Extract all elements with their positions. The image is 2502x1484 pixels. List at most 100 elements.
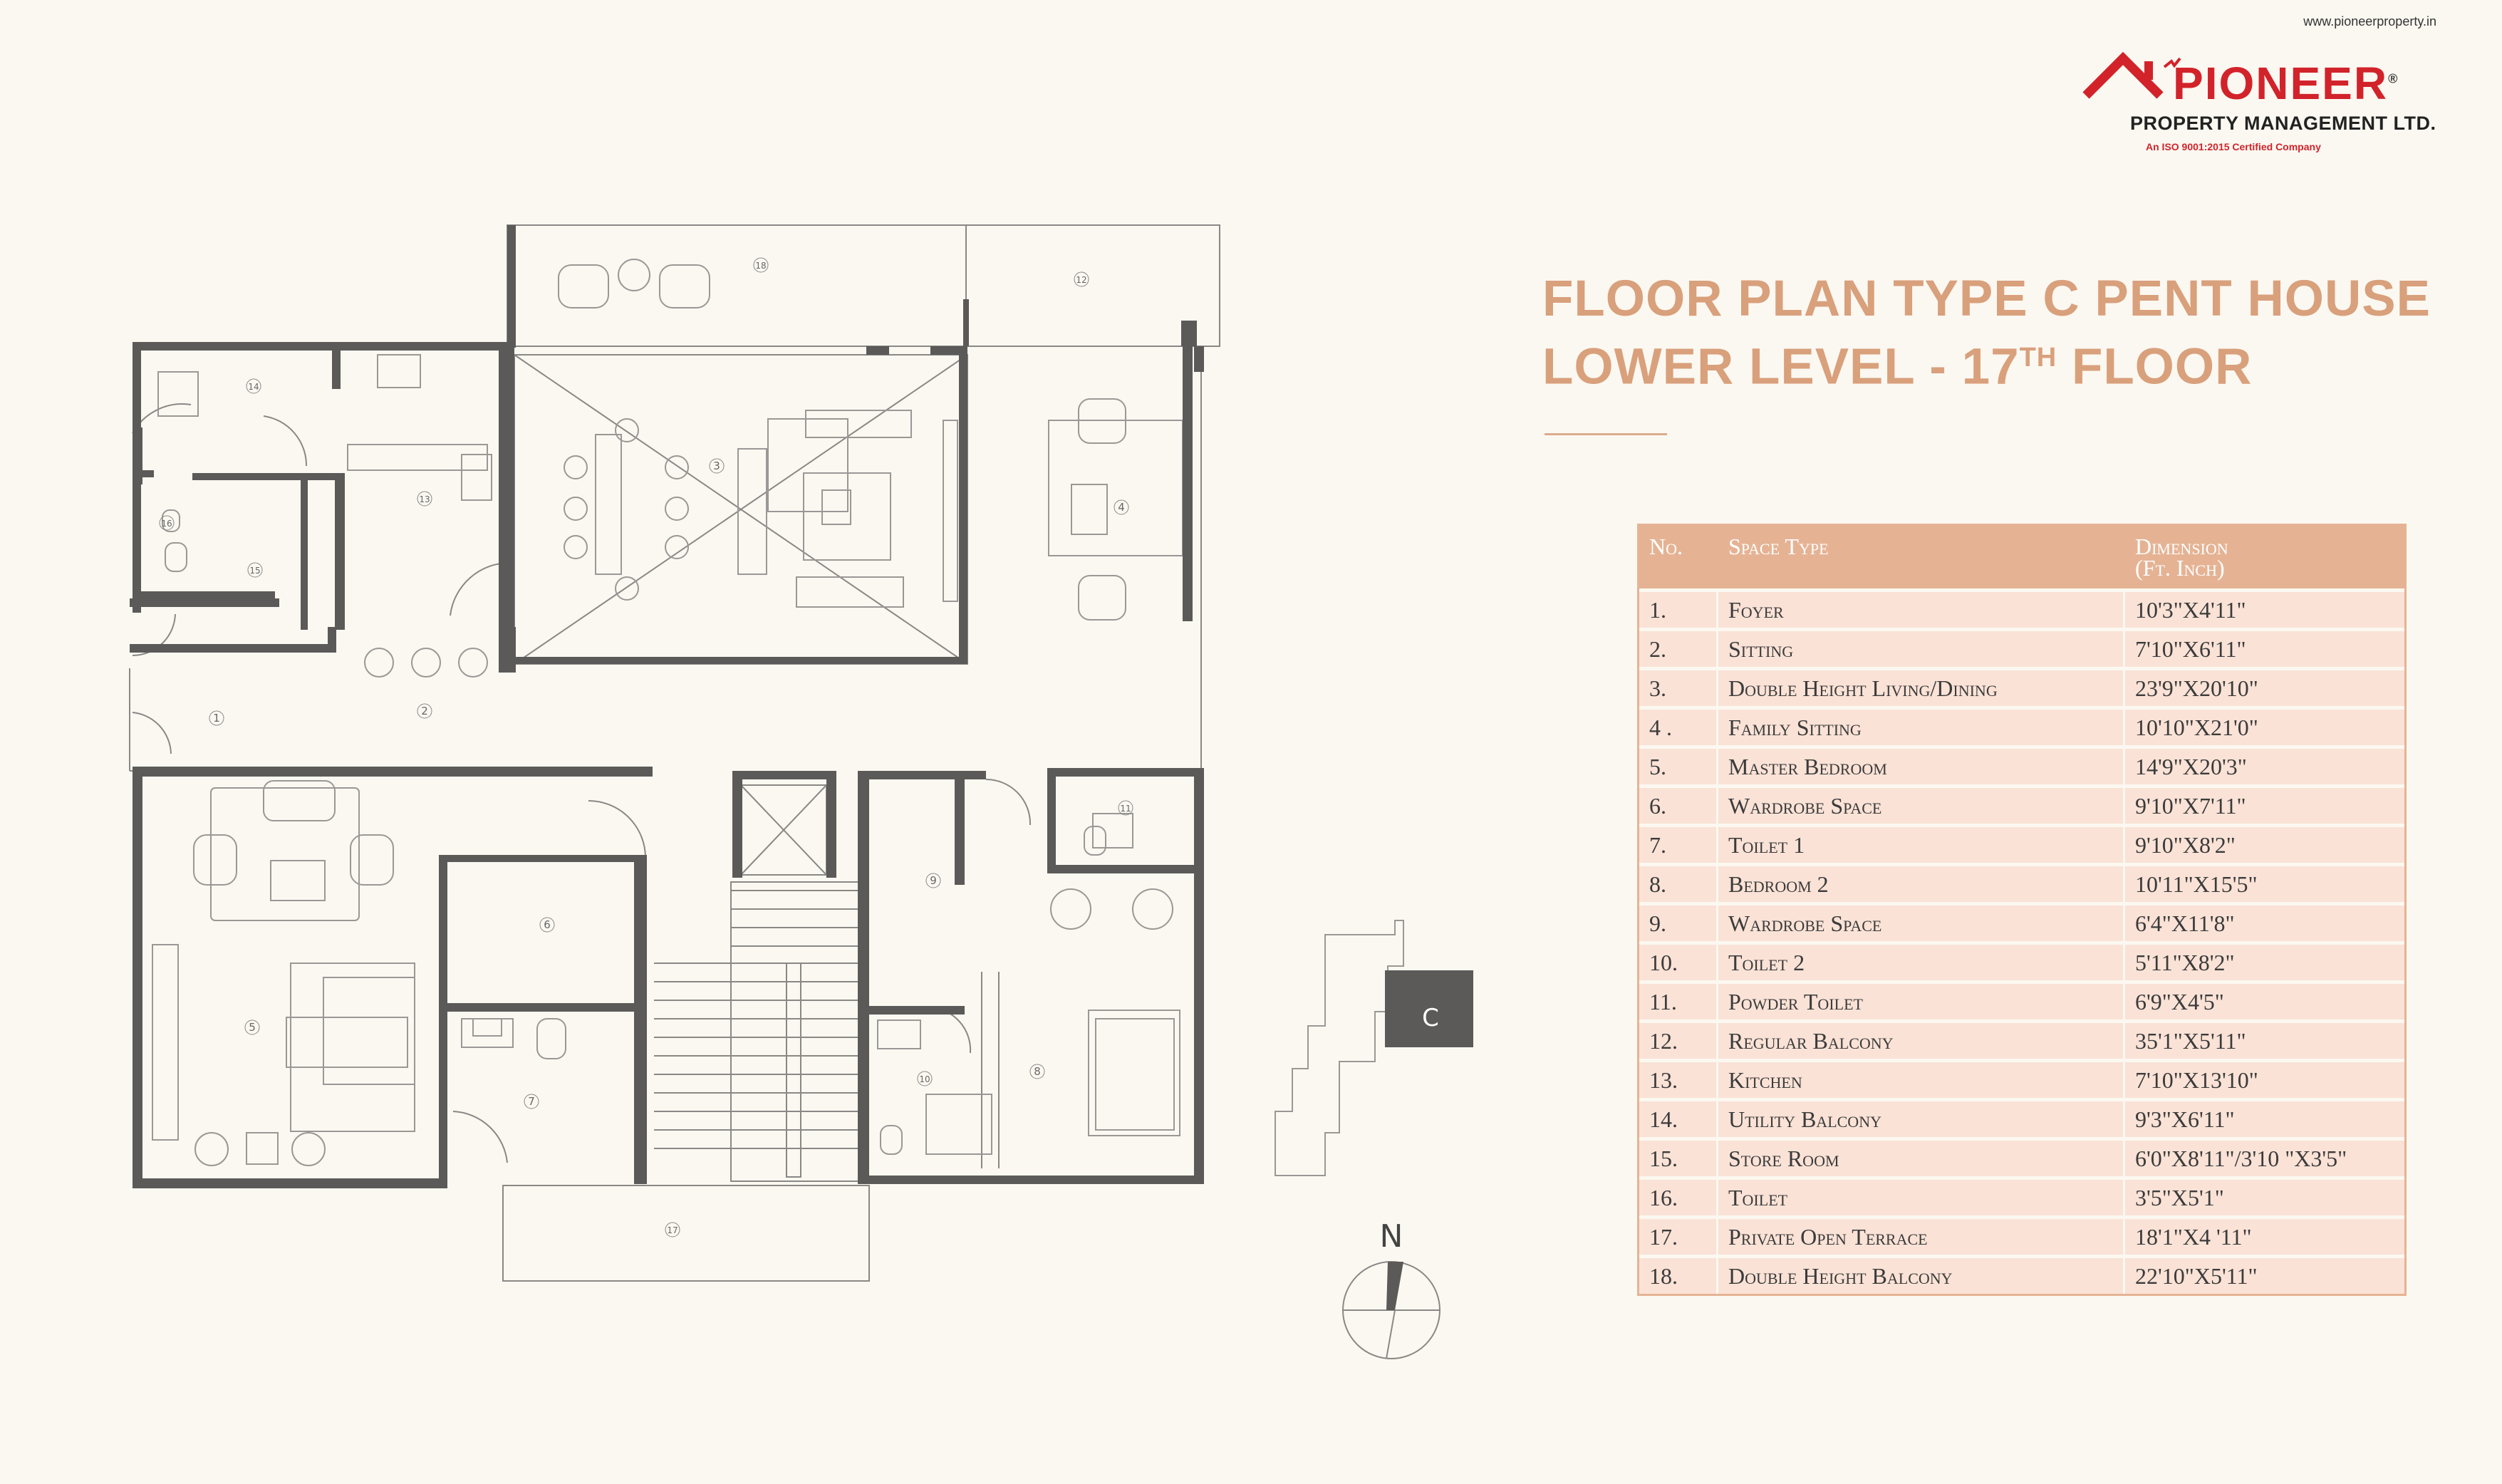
header-no: No. [1639,526,1718,588]
row-number: 2. [1639,628,1718,667]
plan-thin-lines [129,224,1220,1282]
compass-north-label: N [1380,1218,1403,1255]
row-dimension: 7'10"X13'10" [2125,1059,2404,1098]
row-dimension: 35'1"X5'11" [2125,1019,2404,1059]
room-marker-9: 9 [925,873,941,888]
row-dimension: 7'10"X6'11" [2125,628,2404,667]
room-marker-2: 2 [417,703,432,719]
svg-text:15: 15 [249,566,260,576]
row-number: 6. [1639,784,1718,824]
title-line-1: FLOOR PLAN TYPE C PENT HOUSE [1542,271,2431,327]
row-number: 4 . [1639,706,1718,745]
room-number-labels: 1 2 3 4 5 6 7 8 9 10 11 12 13 14 15 16 1… [159,257,1133,1237]
row-space-type: Kitchen [1718,1059,2125,1098]
row-dimension: 10'3"X4'11" [2125,588,2404,628]
row-dimension: 9'3"X6'11" [2125,1098,2404,1137]
row-number: 7. [1639,824,1718,863]
row-number: 12. [1639,1019,1718,1059]
row-number: 17. [1639,1215,1718,1255]
row-dimension: 22'10"X5'11" [2125,1255,2404,1294]
svg-text:17: 17 [667,1225,678,1235]
room-marker-5: 5 [244,1019,260,1035]
row-number: 3. [1639,667,1718,706]
row-dimension: 9'10"X7'11" [2125,784,2404,824]
row-space-type: Wardrobe Space [1718,902,2125,941]
row-space-type: Family Sitting [1718,706,2125,745]
svg-text:14: 14 [248,382,259,392]
svg-text:18: 18 [755,261,766,271]
svg-text:13: 13 [419,494,430,504]
row-space-type: Toilet 1 [1718,824,2125,863]
svg-text:10: 10 [919,1074,930,1084]
stair-treads [654,890,869,1149]
row-number: 13. [1639,1059,1718,1098]
row-dimension: 10'10"X21'0" [2125,706,2404,745]
room-marker-8: 8 [1029,1064,1045,1079]
row-number: 15. [1639,1137,1718,1176]
row-number: 5. [1639,745,1718,784]
svg-text:11: 11 [1120,804,1131,814]
row-space-type: Powder Toilet [1718,980,2125,1019]
svg-text:2: 2 [421,705,428,717]
header-dimension: Dimension(Ft. Inch) [2125,526,2404,588]
iso-certification: An ISO 9001:2015 Certified Company [2146,141,2321,152]
room-marker-13: 13 [417,491,432,507]
row-space-type: Bedroom 2 [1718,863,2125,902]
svg-text:3: 3 [713,460,720,472]
title-line-2: LOWER LEVEL - 17TH FLOOR [1542,338,2253,395]
room-marker-12: 12 [1074,271,1089,287]
row-space-type: Regular Balcony [1718,1019,2125,1059]
row-dimension: 3'5"X5'1" [2125,1176,2404,1215]
row-space-type: Utility Balcony [1718,1098,2125,1137]
row-dimension: 10'11"X15'5" [2125,863,2404,902]
room-marker-11: 11 [1118,800,1133,816]
table-header: No. Space Type Dimension(Ft. Inch) [1639,526,2404,588]
row-number: 16. [1639,1176,1718,1215]
row-space-type: Store Room [1718,1137,2125,1176]
header-space-type: Space Type [1718,526,2125,588]
room-marker-7: 7 [524,1094,539,1109]
row-dimension: 9'10"X8'2" [2125,824,2404,863]
row-dimension: 6'4"X11'8" [2125,902,2404,941]
room-marker-17: 17 [665,1222,680,1237]
walls [130,225,1204,1188]
svg-text:8: 8 [1034,1065,1041,1078]
room-marker-4: 4 [1114,499,1129,515]
row-space-type: Toilet [1718,1176,2125,1215]
row-number: 18. [1639,1255,1718,1294]
room-marker-1: 1 [209,710,224,726]
company-logo: www.pioneerproperty.in PIONEER® PROPERTY… [2066,14,2436,157]
svg-text:6: 6 [544,918,551,931]
row-dimension: 6'0"X8'11"/3'10 "X3'5" [2125,1137,2404,1176]
row-dimension: 6'9"X4'5" [2125,980,2404,1019]
brand-subtitle: PROPERTY MANAGEMENT LTD. [2130,113,2436,134]
row-space-type: Double Height Living/Dining [1718,667,2125,706]
title-underline [1545,433,1667,435]
row-number: 11. [1639,980,1718,1019]
room-marker-15: 15 [247,562,263,578]
room-marker-16: 16 [159,515,175,531]
compass: N [1342,1218,1441,1359]
svg-text:12: 12 [1076,275,1086,285]
furniture [152,259,1183,1166]
room-marker-3: 3 [709,458,725,474]
row-dimension: 18'1"X4 '11" [2125,1215,2404,1255]
row-space-type: Wardrobe Space [1718,784,2125,824]
svg-text:9: 9 [930,874,937,887]
key-plan-label: C [1422,1004,1439,1032]
row-space-type: Foyer [1718,588,2125,628]
row-number: 1. [1639,588,1718,628]
